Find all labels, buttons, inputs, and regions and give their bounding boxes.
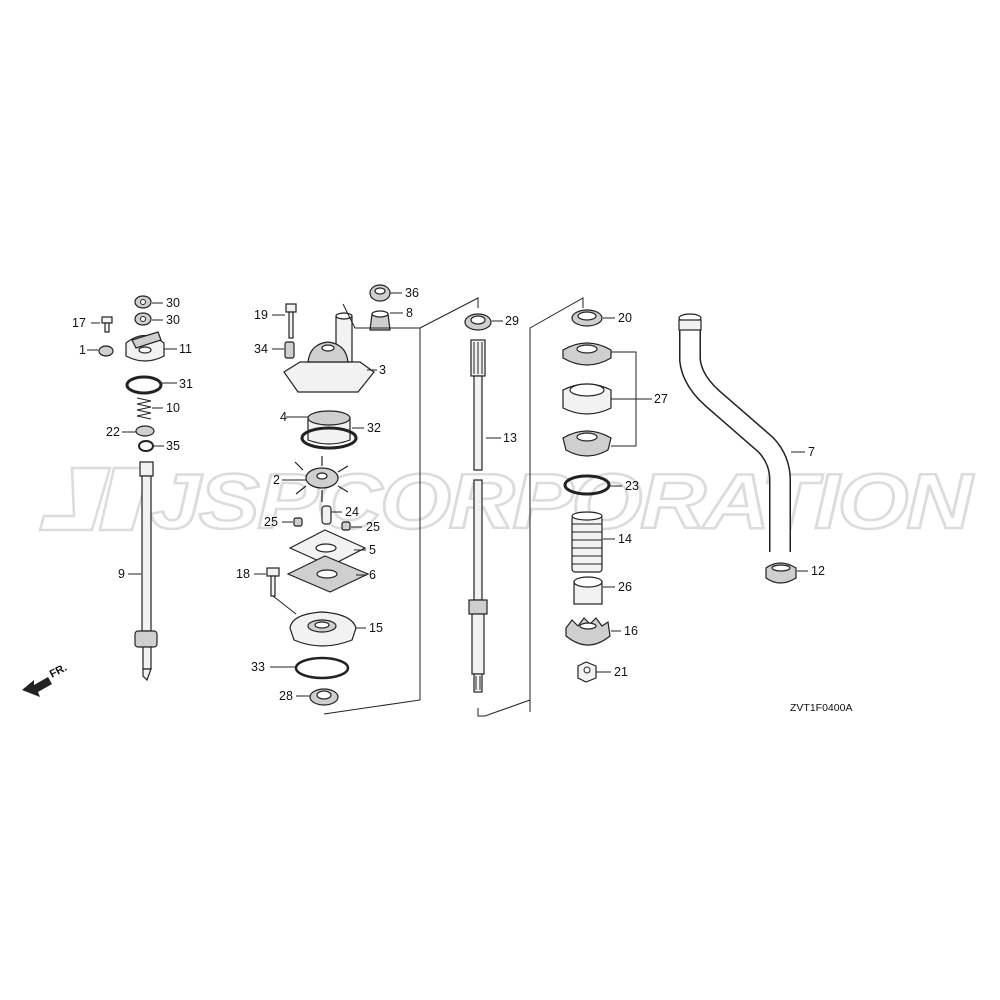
callout-1: 1	[79, 343, 86, 357]
callout-15: 15	[369, 621, 383, 635]
grommet-36	[369, 284, 391, 302]
key-24	[321, 505, 332, 525]
washer-22	[135, 425, 155, 437]
grommet-8	[369, 310, 391, 331]
callout-9: 9	[118, 567, 125, 581]
pump-housing-3	[283, 312, 375, 393]
diagram-code: ZVT1F0400A	[790, 702, 852, 714]
callout-29: 29	[505, 314, 519, 328]
shim-23	[563, 474, 611, 496]
callout-27: 27	[654, 392, 668, 406]
callout-20: 20	[618, 311, 632, 325]
callout-labels: 30 30 17 1 11 31 10 22 35 9 36 8 19 34 3…	[72, 286, 825, 703]
bearing-27-cone-top	[562, 342, 612, 366]
bolt-19	[285, 303, 297, 339]
watermark-text: JSPCORPORATION	[150, 457, 974, 545]
dowel-pin-25a	[293, 517, 303, 527]
callout-32: 32	[367, 421, 381, 435]
watermark: JSPCORPORATION	[38, 456, 978, 546]
callout-13: 13	[503, 431, 517, 445]
grommet-12	[765, 562, 797, 584]
watermark-logo-mark	[38, 466, 152, 532]
impeller-2	[294, 456, 349, 502]
plate-6	[286, 555, 370, 593]
callout-30b: 30	[166, 313, 180, 327]
callout-11: 11	[179, 342, 192, 356]
callout-18: 18	[236, 567, 250, 581]
callout-19: 19	[254, 308, 268, 322]
callout-2: 2	[273, 473, 280, 487]
spring-10	[136, 397, 152, 420]
bushing-29	[464, 313, 492, 331]
callout-10: 10	[166, 401, 180, 415]
callout-36: 36	[405, 286, 419, 300]
oil-seal-28	[309, 688, 339, 706]
pump-liner-4	[307, 410, 351, 445]
water-pump-group	[266, 284, 391, 706]
callout-26: 26	[618, 580, 632, 594]
nut-21	[577, 661, 597, 683]
washer-1	[98, 345, 114, 357]
pinion-gear-16	[565, 617, 611, 646]
nut-30-bottom	[134, 312, 152, 326]
seal-20	[571, 309, 603, 327]
o-ring-31	[125, 375, 163, 395]
spring-14	[571, 511, 603, 573]
callout-25a: 25	[264, 515, 278, 529]
callout-30a: 30	[166, 296, 180, 310]
callout-22: 22	[106, 425, 120, 439]
shift-rod-9	[134, 461, 158, 682]
water-tube-7	[678, 313, 791, 552]
front-label: FR.	[48, 662, 69, 681]
pump-case-15	[289, 611, 357, 647]
leader-lines	[87, 292, 808, 717]
bearing-27-cone-bottom	[562, 430, 612, 457]
nut-30-top	[134, 295, 152, 309]
shift-rod-group	[98, 295, 165, 682]
front-direction-indicator: FR.	[22, 662, 69, 697]
front-arrow-icon	[22, 677, 52, 697]
bolt-17	[101, 316, 113, 333]
callout-17: 17	[72, 316, 86, 330]
water-tube-group	[678, 313, 797, 584]
dowel-pin-34	[284, 341, 295, 359]
callout-25b: 25	[366, 520, 380, 534]
callout-21: 21	[614, 665, 628, 679]
o-ring-33	[294, 656, 350, 680]
bearing-27-race	[562, 383, 612, 415]
drive-shaft-13	[468, 339, 488, 693]
dowel-pin-25b	[341, 521, 351, 531]
callout-28: 28	[279, 689, 293, 703]
callout-33: 33	[251, 660, 265, 674]
bolt-18	[266, 567, 280, 597]
callout-35: 35	[166, 439, 180, 453]
gasket-5	[288, 529, 367, 567]
callout-31: 31	[179, 377, 193, 391]
callout-34: 34	[254, 342, 268, 356]
callout-6: 6	[369, 568, 376, 582]
callout-16: 16	[624, 624, 638, 638]
callout-23: 23	[625, 479, 639, 493]
callout-8: 8	[406, 306, 413, 320]
o-ring-32	[300, 426, 358, 450]
drive-shaft-group	[464, 313, 492, 693]
callout-12: 12	[811, 564, 825, 578]
bearing-26	[573, 576, 603, 605]
callout-4: 4	[280, 410, 287, 424]
callout-7: 7	[808, 445, 815, 459]
callout-14: 14	[618, 532, 632, 546]
gear-group	[562, 309, 612, 683]
callout-5: 5	[369, 543, 376, 557]
callout-3: 3	[379, 363, 386, 377]
callout-24: 24	[345, 505, 359, 519]
clip-35	[138, 440, 154, 452]
shift-lever-11	[125, 331, 165, 362]
